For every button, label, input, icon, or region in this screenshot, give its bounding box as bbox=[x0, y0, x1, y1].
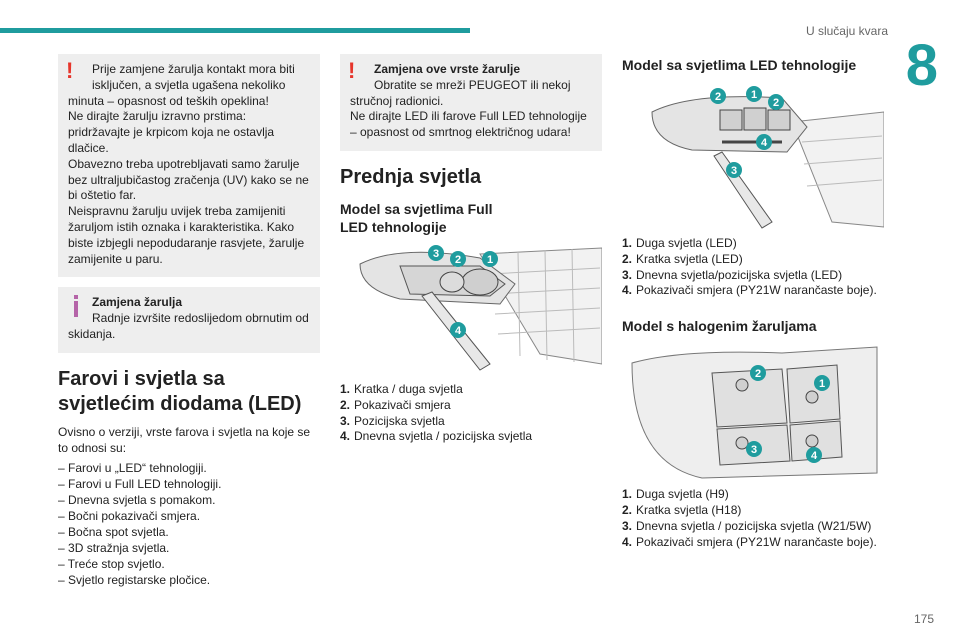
led-legend: 1.Duga svjetla (LED) 2.Kratka svjetla (L… bbox=[622, 236, 884, 299]
warning-box-bulb-replacement: ! Prije zamjene žarulja kontakt mora bit… bbox=[58, 54, 320, 278]
heading-led-lights: Farovi i svjetla sa svjetlećim diodama (… bbox=[58, 367, 302, 415]
list-item: Bočni pokazivači smjera. bbox=[58, 508, 320, 524]
warning-icon: ! bbox=[66, 58, 74, 83]
info-title: Zamjena žarulja bbox=[92, 295, 183, 310]
list-item: 1.Duga svjetla (H9) bbox=[622, 487, 729, 502]
callout-4: 4 bbox=[811, 450, 818, 462]
callout-2: 2 bbox=[755, 368, 761, 380]
full-led-headlamp-illustration: 3 2 1 4 bbox=[359, 244, 602, 371]
header-accent-bar bbox=[0, 28, 470, 33]
list-item: 1.Duga svjetla (LED) bbox=[622, 236, 737, 250]
section-title: U slučaju kvara bbox=[805, 24, 888, 38]
halogen-headlamp-illustration: 2 1 3 4 bbox=[631, 346, 878, 479]
warning-icon: ! bbox=[348, 58, 356, 83]
halogen-legend: 1.Duga svjetla (H9) 2.Kratka svjetla (H1… bbox=[622, 487, 884, 550]
column-3: Model sa svjetlima LED tehnologije 2 1 2… bbox=[622, 54, 884, 550]
list-item: 2.Kratka svjetla (LED) bbox=[622, 251, 743, 266]
warning-text-first: Prije zamjene žarulja kontakt mora biti … bbox=[92, 62, 295, 92]
info-icon bbox=[67, 295, 85, 319]
led-list: Farovi u „LED“ tehnologiji. Farovi u Ful… bbox=[58, 460, 320, 588]
warning-paragraph-3: Obavezno treba upotrebljavati samo žarul… bbox=[68, 156, 309, 203]
callout-2: 2 bbox=[455, 254, 461, 266]
list-item: 3.Dnevna svjetla/pozicijska svjetla (LED… bbox=[622, 267, 843, 282]
column-2: ! Zamjena ove vrste žarulje Obratite se … bbox=[340, 54, 602, 445]
callout-4: 4 bbox=[761, 137, 768, 149]
full-led-legend: 1.Kratka / duga svjetla 2.Pokazivači smj… bbox=[340, 382, 602, 445]
list-item: Bočna spot svjetla. bbox=[58, 524, 320, 540]
list-item: Treće stop svjetlo. bbox=[58, 556, 320, 572]
warning-box-led: ! Zamjena ove vrste žarulje Obratite se … bbox=[340, 54, 602, 151]
callout-2: 2 bbox=[715, 91, 721, 103]
list-item: Farovi u „LED“ tehnologiji. bbox=[58, 460, 320, 476]
list-item: 3.Pozicijska svjetla bbox=[340, 413, 445, 428]
callout-3: 3 bbox=[731, 165, 737, 177]
callout-3: 3 bbox=[751, 444, 757, 456]
chapter-number: 8 bbox=[905, 33, 938, 98]
subheading-full-led: Model sa svjetlima Full LED tehnologije bbox=[340, 200, 493, 235]
heading-front-lights: Prednja svjetla bbox=[340, 165, 482, 188]
warning-paragraph-2: Ne dirajte žarulju izravno prstima: prid… bbox=[68, 109, 275, 155]
warning-title: Zamjena ove vrste žarulje bbox=[374, 62, 521, 76]
list-item: Dnevna svjetla s pomakom. bbox=[58, 492, 320, 508]
subheading-led: Model sa svjetlima LED tehnologije bbox=[622, 57, 857, 73]
list-item: 1.Kratka / duga svjetla bbox=[340, 381, 463, 396]
list-item: Farovi u Full LED tehnologiji. bbox=[58, 476, 320, 492]
led-headlamp-illustration: 2 1 2 4 3 bbox=[651, 86, 884, 229]
callout-4: 4 bbox=[455, 325, 462, 337]
callout-1: 1 bbox=[819, 378, 825, 390]
warning-text-rest: minuta – opasnost od teških opeklina! bbox=[68, 93, 269, 108]
page-number: 175 bbox=[913, 612, 934, 626]
warning-text-first: Obratite se mreži PEUGEOT ili nekoj bbox=[374, 77, 571, 92]
subheading-halogen: Model s halogenim žaruljama bbox=[622, 318, 817, 335]
info-text-first: Radnje izvršite redoslijedom obrnutim od bbox=[92, 311, 309, 326]
callout-1: 1 bbox=[751, 89, 757, 101]
callout-2: 2 bbox=[773, 97, 779, 109]
warning-paragraph-4: Neispravnu žarulju uvijek treba zamijeni… bbox=[68, 204, 305, 266]
list-item: 3.Dnevna svjetla / pozicijska svjetla (W… bbox=[622, 518, 872, 533]
callout-3: 3 bbox=[433, 248, 439, 260]
list-item: 4.Pokazivači smjera (PY21W narančaste bo… bbox=[622, 283, 877, 298]
warning-text-rest: stručnoj radionici. bbox=[350, 93, 444, 108]
callout-1: 1 bbox=[487, 254, 493, 266]
column-1: ! Prije zamjene žarulja kontakt mora bit… bbox=[58, 54, 320, 588]
list-item: 3D stražnja svjetla. bbox=[58, 540, 320, 556]
led-intro: Ovisno o verziji, vrste farova i svjetla… bbox=[58, 424, 311, 455]
list-item: Svjetlo registarske pločice. bbox=[58, 572, 320, 588]
info-box-bulb-replacement: Zamjena žarulja Radnje izvršite redoslij… bbox=[58, 287, 320, 353]
warning-paragraph-2: Ne dirajte LED ili farove Full LED tehno… bbox=[350, 109, 587, 140]
list-item: 2.Kratka svjetla (H18) bbox=[622, 502, 742, 517]
list-item: 4.Pokazivači smjera (PY21W narančaste bo… bbox=[622, 534, 877, 549]
info-text-rest: skidanja. bbox=[68, 326, 116, 341]
list-item: 4.Dnevna svjetla / pozicijska svjetla bbox=[340, 429, 533, 444]
list-item: 2.Pokazivači smjera bbox=[340, 397, 451, 412]
